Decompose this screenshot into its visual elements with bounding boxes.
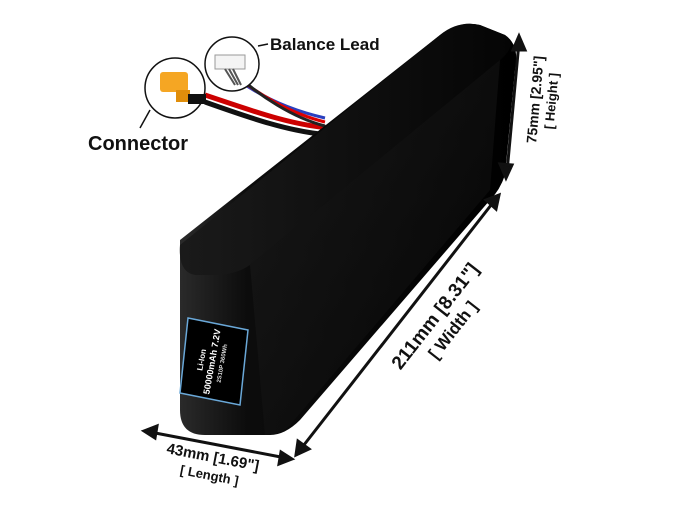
height-label: [ Height ] [542, 72, 562, 129]
connector-callout [144, 57, 206, 119]
battery-label: Li-Ion 50000mAh 7.2V 2S10P 360Wh [179, 317, 249, 406]
balance-lead-callout [204, 36, 260, 92]
connector-label: Connector [88, 133, 188, 155]
dimension-arrows [140, 32, 528, 467]
battery-body [179, 23, 517, 435]
label-chemistry: Li-Ion [195, 348, 208, 371]
balance-plug-icon [214, 54, 246, 70]
xt-connector-icon [160, 72, 188, 92]
balance-lead-label: Balance Lead [270, 35, 380, 54]
height-dimension: 75mm [2.95"] [523, 55, 547, 144]
